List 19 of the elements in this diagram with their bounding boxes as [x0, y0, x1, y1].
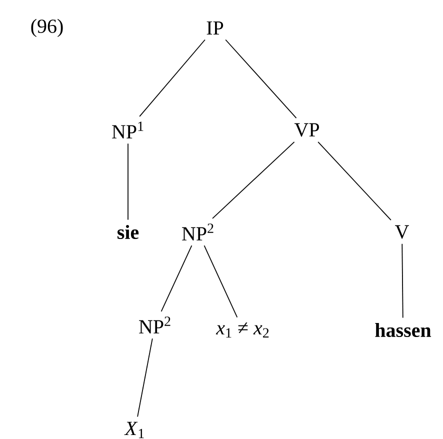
tree-node-label: hassen [375, 322, 432, 338]
tree-node-label: IP [206, 21, 224, 35]
tree-node-label: NP$^{2}$ [182, 224, 214, 240]
tree-branch [318, 141, 392, 221]
example-number: (96) [31, 18, 63, 38]
tree-branch [402, 243, 404, 318]
tree-branch [225, 39, 297, 119]
tree-node-label: X$_{1}$ [124, 422, 144, 438]
tree-branch [139, 39, 206, 117]
tree-branch [212, 141, 295, 219]
tree-node-label: NP$^{1}$ [112, 122, 144, 138]
tree-node-label: x$_{1}$ ≠ x$_{2}$ [216, 322, 269, 338]
tree-branch [137, 338, 153, 418]
tree-branch [160, 245, 192, 312]
tree-node-label: V [395, 225, 409, 239]
tree-node-label: NP$^{2}$ [139, 316, 170, 334]
tree-branch [204, 245, 238, 318]
tree-node-label: VP [294, 123, 319, 137]
tree-node-label: sie [118, 224, 139, 240]
